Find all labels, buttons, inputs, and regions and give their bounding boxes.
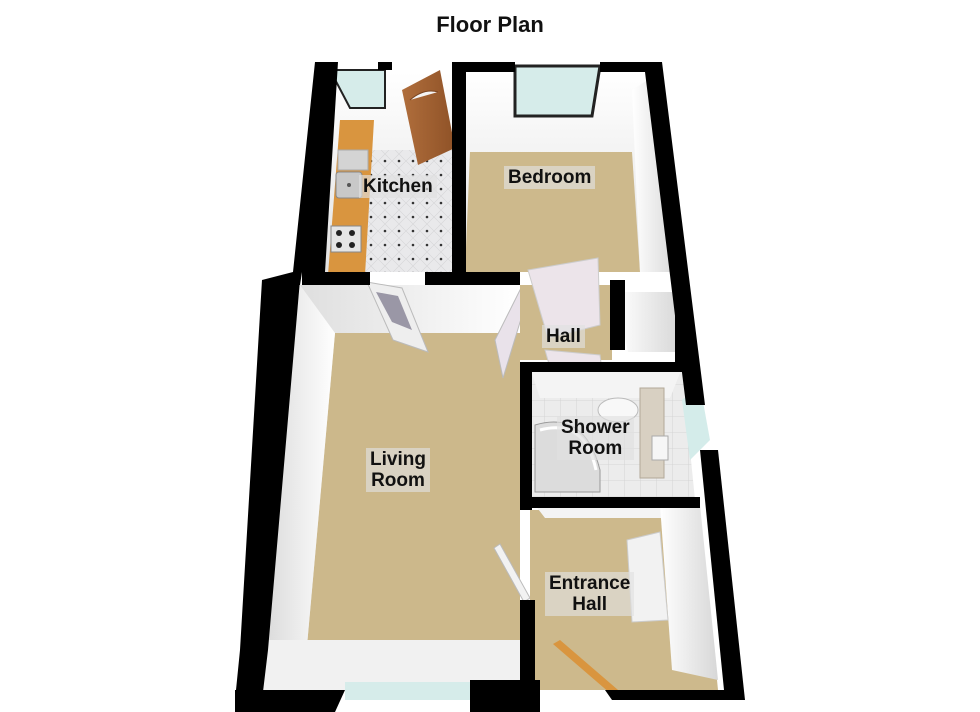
- bedroom-window: [513, 64, 602, 118]
- shower-room-label-line2: Room: [568, 438, 623, 459]
- living-room-label-line1: Living: [370, 449, 426, 470]
- back-door[interactable]: [402, 0, 455, 165]
- bedroom-door[interactable]: [527, 257, 601, 339]
- walls: [235, 62, 745, 712]
- room-label-kitchen: Kitchen: [359, 175, 437, 198]
- entrance-hall-label-line1: Entrance: [549, 573, 631, 594]
- bedroom-label-text: Bedroom: [508, 167, 592, 188]
- room-label-shower-room: Shower Room: [557, 416, 634, 460]
- living-room-window: [345, 682, 470, 700]
- hall-cupboard: [616, 292, 680, 352]
- page-title: Floor Plan: [436, 12, 544, 37]
- front-door[interactable]: [553, 640, 625, 700]
- room-label-living-room: Living Room: [366, 448, 430, 492]
- kitchen-label-text: Kitchen: [363, 176, 433, 197]
- entrance-hall-label-line2: Hall: [572, 594, 608, 615]
- room-label-hall: Hall: [542, 325, 585, 348]
- room-label-entrance-hall: Entrance Hall: [545, 572, 635, 616]
- vanity-unit: [639, 387, 665, 479]
- gas-hob-icon: [330, 225, 362, 253]
- kitchen-window: [328, 69, 386, 109]
- kitchen-door[interactable]: [366, 281, 429, 353]
- room-label-bedroom: Bedroom: [504, 166, 596, 189]
- shower-room-label-line1: Shower: [561, 417, 630, 438]
- basin-icon: [651, 435, 669, 461]
- living-room-label-line2: Room: [371, 470, 425, 491]
- kitchen-sink-icon: [335, 149, 369, 199]
- hall-label-text: Hall: [546, 326, 581, 347]
